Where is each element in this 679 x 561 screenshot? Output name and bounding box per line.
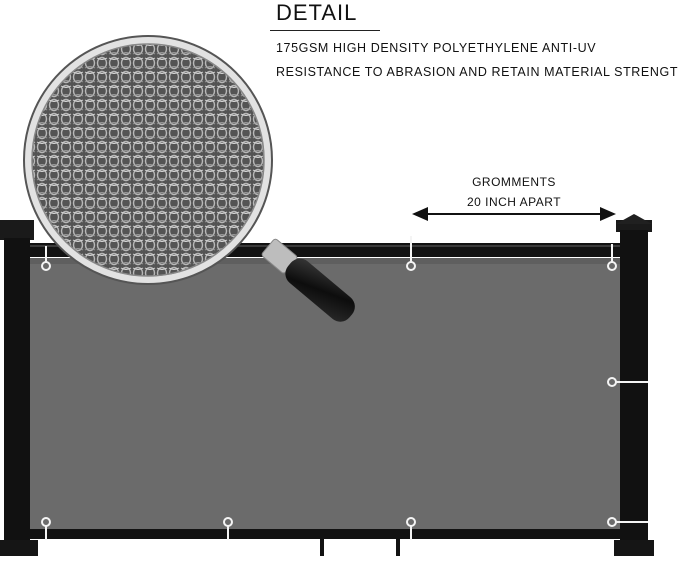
bottom-rail <box>14 529 626 539</box>
right-post <box>620 230 648 550</box>
description-line-2: RESISTANCE TO ABRASION AND RETAIN MATERI… <box>276 65 679 79</box>
left-post-cap <box>0 220 34 240</box>
grommets-top <box>41 236 617 271</box>
magnifying-glass-icon <box>23 35 355 322</box>
grommets-annotation: GROMMENTS 20 INCH APART <box>455 172 573 212</box>
grommets-side <box>607 377 648 527</box>
grommets-bottom <box>41 517 416 540</box>
grommets-annotation-line-2: 20 INCH APART <box>466 195 562 209</box>
grommets-annotation-line-1: GROMMENTS <box>472 175 556 189</box>
left-post <box>4 238 30 550</box>
description-line-1: 175GSM HIGH DENSITY POLYETHYLENE ANTI-UV <box>276 41 597 55</box>
heading-underline <box>270 30 380 31</box>
detail-heading: DETAIL <box>276 0 358 25</box>
fabric-closeup <box>30 42 266 278</box>
double-arrow-icon <box>412 207 616 221</box>
